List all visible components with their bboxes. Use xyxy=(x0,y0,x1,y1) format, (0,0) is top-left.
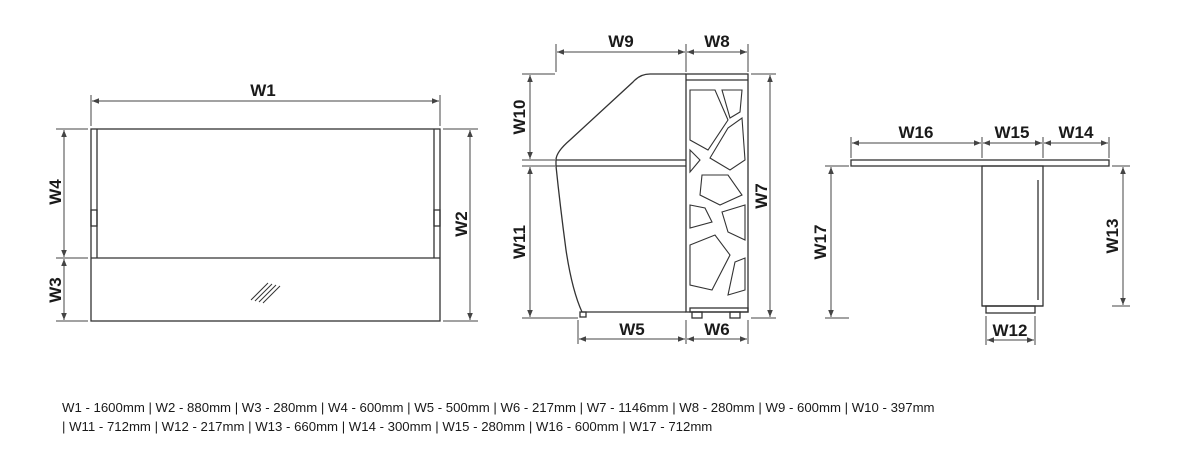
dimensions-caption: W1 - 1600mm | W2 - 880mm | W3 - 280mm | … xyxy=(62,398,1182,436)
table-foot xyxy=(985,305,1036,314)
table-top xyxy=(850,159,1110,167)
dim-label-w15: W15 xyxy=(995,123,1030,142)
caption-line-1: W1 - 1600mm | W2 - 880mm | W3 - 280mm | … xyxy=(62,400,935,415)
glass-hatch xyxy=(250,282,281,304)
table-pedestal xyxy=(981,165,1044,307)
front-panel-outline xyxy=(90,128,441,322)
side-shelf-profile xyxy=(555,73,686,161)
caption-line-2: | W11 - 712mm | W12 - 217mm | W13 - 660m… xyxy=(62,419,713,434)
side-cabinet xyxy=(685,73,749,313)
dim-label-w4: W4 xyxy=(46,179,65,205)
front-view xyxy=(90,128,441,322)
dim-label-w3: W3 xyxy=(46,277,65,303)
dim-label-w17: W17 xyxy=(811,225,830,260)
dim-label-w13: W13 xyxy=(1103,219,1122,254)
side-view xyxy=(555,73,749,319)
dim-label-w1: W1 xyxy=(250,81,276,100)
dim-label-w12: W12 xyxy=(993,321,1028,340)
side-base xyxy=(689,307,749,313)
dim-label-w7: W7 xyxy=(752,183,771,209)
dim-label-w6: W6 xyxy=(704,320,730,339)
dim-label-w8: W8 xyxy=(704,32,730,51)
side-dimensions xyxy=(522,44,776,344)
front-dimensions xyxy=(56,95,478,322)
table-dimensions xyxy=(825,137,1130,345)
dim-label-w14: W14 xyxy=(1059,123,1095,142)
dim-label-w9: W9 xyxy=(608,32,634,51)
decorative-panel-cutouts xyxy=(689,89,746,296)
dim-label-w10: W10 xyxy=(510,100,529,135)
dim-label-w16: W16 xyxy=(899,123,934,142)
table-view xyxy=(850,159,1110,314)
dim-label-w5: W5 xyxy=(619,320,645,339)
dim-label-w11: W11 xyxy=(510,225,529,259)
dim-label-w2: W2 xyxy=(452,211,471,237)
